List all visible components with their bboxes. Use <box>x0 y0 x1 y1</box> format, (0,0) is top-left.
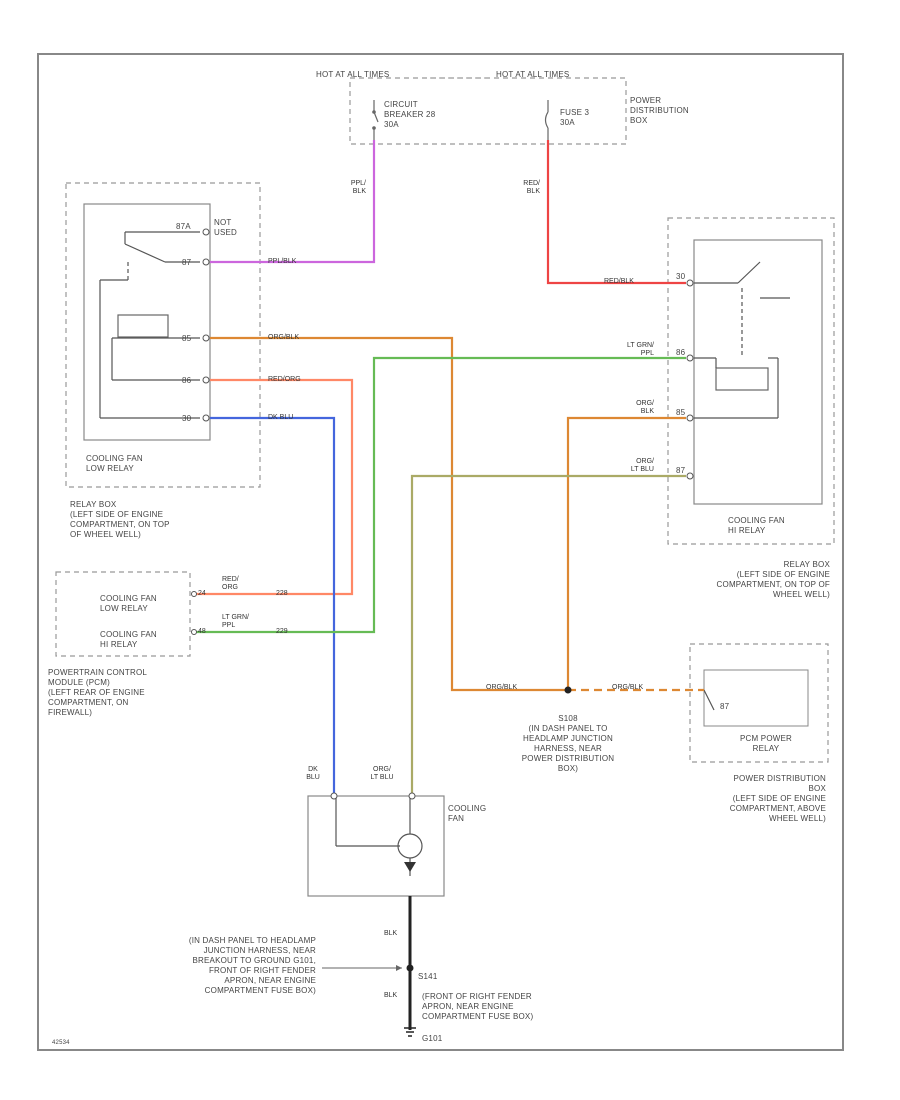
wire-label-org-ltblu-fan: ORG/ LT BLU <box>370 766 394 781</box>
wire-label-org-blk-r: ORG/ BLK <box>636 400 654 415</box>
low-relay-pin-87: 87 <box>182 258 192 267</box>
hi-relay-title: COOLING FAN HI RELAY <box>728 516 785 535</box>
wire-label-org-blk-splice: ORG/BLK <box>486 684 518 691</box>
wire-label-org-ltblu-r: ORG/ LT BLU <box>630 458 654 473</box>
wire-label-ltgrn-ppl-pcm: LT GRN/ PPL <box>222 614 249 629</box>
wire-lt-grn-ppl <box>194 356 686 634</box>
pcm-pin-low: 24 <box>198 590 206 597</box>
ground-symbol <box>404 1027 416 1037</box>
low-relay-title: COOLING FAN LOW RELAY <box>86 454 143 473</box>
wire-red-org <box>194 378 354 596</box>
low-relay-terminals <box>202 228 210 422</box>
pcm-power-relay-body <box>703 669 809 727</box>
wire-org-ltblu <box>410 474 686 796</box>
cooling-fan-box <box>307 795 445 897</box>
hi-relay-terminals <box>686 279 694 480</box>
pdb-label: POWER DISTRIBUTION BOX <box>630 96 689 125</box>
pcm-circuit-low: 228 <box>276 590 288 597</box>
pcm-power-relay-outline <box>689 643 829 763</box>
wire-label-red-org-pcm: RED/ ORG <box>222 576 239 591</box>
diagram-id: 42534 <box>52 1040 70 1046</box>
wire-dk-blu <box>210 416 336 796</box>
wire-label-dk-blu: DK BLU <box>268 414 294 421</box>
hi-relay-location: RELAY BOX (LEFT SIDE OF ENGINE COMPARTME… <box>716 560 830 599</box>
pcm-box-outline <box>55 571 191 657</box>
hi-relay-pin-86: 86 <box>676 348 686 357</box>
pcm-power-relay-location: POWER DISTRIBUTION BOX (LEFT SIDE OF ENG… <box>729 774 826 823</box>
low-relay-not-used: NOT USED <box>214 218 238 237</box>
pcm-location: POWERTRAIN CONTROL MODULE (PCM) (LEFT RE… <box>48 668 148 717</box>
hi-relay-internals <box>694 261 790 419</box>
hi-relay-box-outline <box>667 217 835 545</box>
pcm-circuit-hi: 229 <box>276 628 288 635</box>
pcm-pin-hi: 48 <box>198 628 206 635</box>
hi-relay-pin-87: 87 <box>676 466 686 475</box>
low-relay-pin-85: 85 <box>182 334 192 343</box>
wire-label-ppl-blk: PPL/BLK <box>268 258 297 265</box>
wire-label-red-org: RED/ORG <box>268 376 301 383</box>
splice-s108-desc: (IN DASH PANEL TO HEADLAMP JUNCTION HARN… <box>521 724 615 773</box>
wire-ppl-blk <box>210 140 376 264</box>
wire-label-org-blk: ORG/BLK <box>268 334 300 341</box>
low-relay-internals <box>99 231 200 419</box>
low-relay-body <box>83 203 211 441</box>
hot-at-all-times-2: HOT AT ALL TIMES <box>496 70 570 79</box>
splice-s108-dot <box>564 686 572 694</box>
wire-org-blk-hi <box>566 416 686 690</box>
wire-label-dk-blu-fan: DK BLU <box>306 766 320 781</box>
ground-g101-desc: (FRONT OF RIGHT FENDER APRON, NEAR ENGIN… <box>422 992 534 1021</box>
splice-s141-desc: (IN DASH PANEL TO HEADLAMP JUNCTION HARN… <box>188 936 316 995</box>
wire-group <box>194 140 704 1030</box>
wire-red-blk <box>546 140 686 285</box>
wire-org-blk-low <box>210 336 566 692</box>
circuit-breaker-label: CIRCUIT BREAKER 28 30A <box>384 100 436 129</box>
pcm-power-relay-switch <box>703 689 715 711</box>
low-relay-pin-30: 30 <box>182 414 192 423</box>
fuse-symbol <box>544 100 549 140</box>
wire-label-org-blk-splice2: ORG/BLK <box>612 684 644 691</box>
pcm-power-relay-pin: 87 <box>720 702 730 711</box>
wire-label-ppl-blk-top: PPL/ BLK <box>350 180 366 195</box>
wire-label-lt-grn-ppl: LT GRN/ PPL <box>627 342 654 357</box>
low-relay-pin-86: 86 <box>182 376 192 385</box>
low-relay-pin-87a: 87A <box>176 222 191 231</box>
wire-label-blk-2: BLK <box>384 992 398 999</box>
splice-s141-id: S141 <box>418 972 438 981</box>
diagram-frame <box>37 53 844 1051</box>
wire-label-blk-1: BLK <box>384 930 398 937</box>
fuse-label: FUSE 3 30A <box>560 108 590 127</box>
ground-g101-id: G101 <box>422 1034 443 1043</box>
hot-at-all-times-1: HOT AT ALL TIMES <box>316 70 390 79</box>
splice-s141-dot <box>406 964 414 972</box>
cooling-fan-title: COOLING FAN <box>448 804 487 823</box>
hi-relay-pin-30: 30 <box>676 272 686 281</box>
pcm-hi-relay-label: COOLING FAN HI RELAY <box>100 630 157 649</box>
hi-relay-pin-85: 85 <box>676 408 686 417</box>
low-relay-box-outline <box>65 182 261 488</box>
pcm-power-relay-title: PCM POWER RELAY <box>739 734 793 753</box>
pcm-low-relay-label: COOLING FAN LOW RELAY <box>100 594 157 613</box>
wire-label-red-blk: RED/BLK <box>604 278 634 285</box>
low-relay-location: RELAY BOX (LEFT SIDE OF ENGINE COMPARTME… <box>70 500 170 539</box>
hi-relay-body <box>693 239 823 505</box>
wire-label-red-blk-top: RED/ BLK <box>523 180 540 195</box>
circuit-breaker-symbol <box>373 100 379 140</box>
splice-s108-id: S108 <box>558 714 578 723</box>
